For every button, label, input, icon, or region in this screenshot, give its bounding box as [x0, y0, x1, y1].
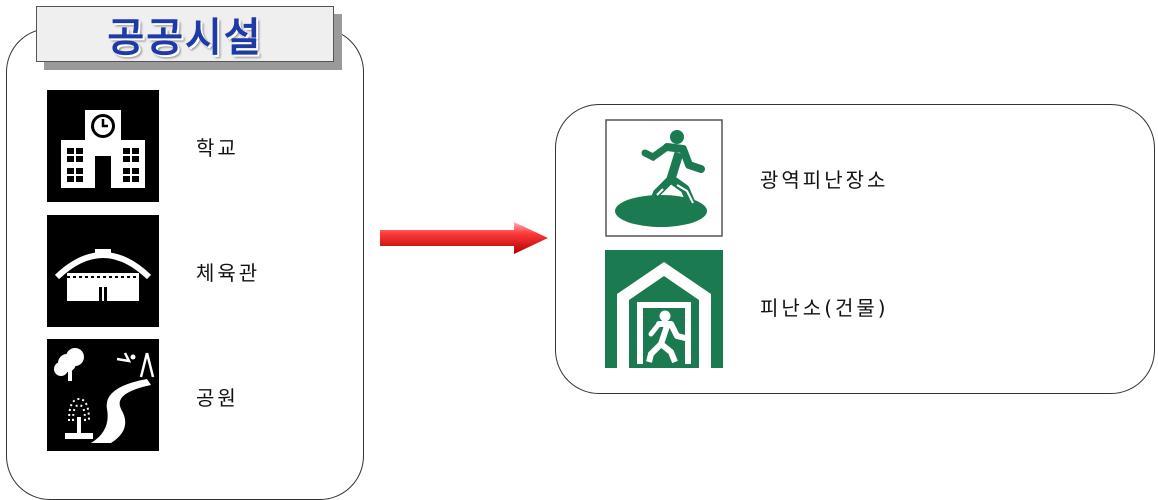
facility-label-school: 학교: [196, 136, 239, 160]
facility-label-park: 공원: [196, 386, 239, 410]
gymnasium-icon: [47, 215, 159, 327]
school-icon: [47, 90, 159, 202]
destination-label-evacuation-area: 광역피난장소: [760, 168, 889, 192]
diagram-title: 공공시설: [107, 15, 263, 61]
shelter-building-icon: [605, 250, 723, 368]
arrow-right-icon: [380, 222, 548, 254]
facility-label-gymnasium: 체육관: [196, 261, 261, 285]
park-icon: [47, 339, 159, 451]
title-box: 공공시설: [36, 6, 334, 62]
evacuation-area-icon: [605, 119, 723, 237]
destination-label-shelter: 피난소(건물): [760, 296, 889, 320]
